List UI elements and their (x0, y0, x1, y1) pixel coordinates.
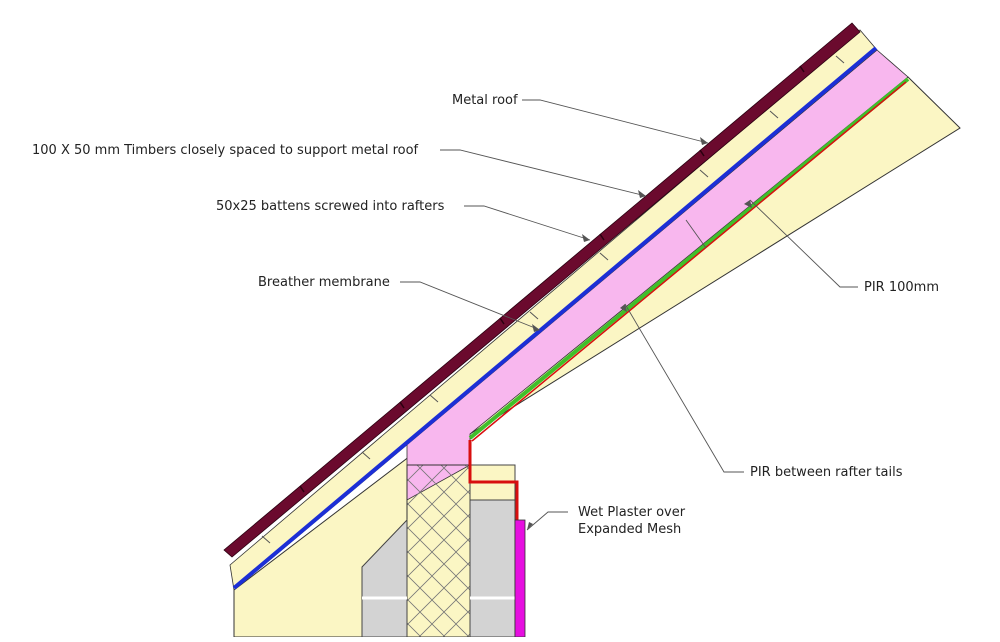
label-battens: 50x25 battens screwed into rafters (216, 199, 445, 214)
batten-zone (229, 29, 878, 591)
label-metal-roof: Metal roof (452, 93, 518, 108)
battens (261, 55, 845, 544)
leader-pir-100 (749, 199, 858, 288)
leader-pir-tails (624, 303, 744, 473)
leader-pir-dims (685, 219, 707, 249)
metal-roof-ribs (299, 65, 805, 493)
label-wet-plaster-line2: Expanded Mesh (578, 522, 681, 537)
vapour-control-layer (468, 77, 910, 440)
leader-breather (400, 281, 541, 331)
leader-plaster (526, 511, 568, 531)
wet-plaster (514, 519, 526, 638)
leader-battens (464, 205, 591, 241)
metal-roof-sheet (223, 22, 861, 558)
breather-membrane (232, 46, 878, 590)
label-pir-100mm: PIR 100mm (864, 280, 939, 295)
rafter (233, 76, 961, 638)
cavity-insulation (406, 464, 471, 638)
label-breather-membrane: Breather membrane (258, 275, 390, 290)
leader-arrowheads (527, 137, 752, 530)
label-pir-rafter-tails: PIR between rafter tails (750, 465, 903, 480)
inner-block-wall (469, 499, 516, 638)
leader-timbers (440, 149, 647, 197)
label-wet-plaster-line1: Wet Plaster over (578, 505, 686, 520)
label-timbers: 100 X 50 mm Timbers closely spaced to su… (32, 143, 419, 158)
leader-lines (400, 99, 858, 531)
pir-underside-line (471, 81, 907, 442)
leader-metal-roof (522, 99, 709, 144)
